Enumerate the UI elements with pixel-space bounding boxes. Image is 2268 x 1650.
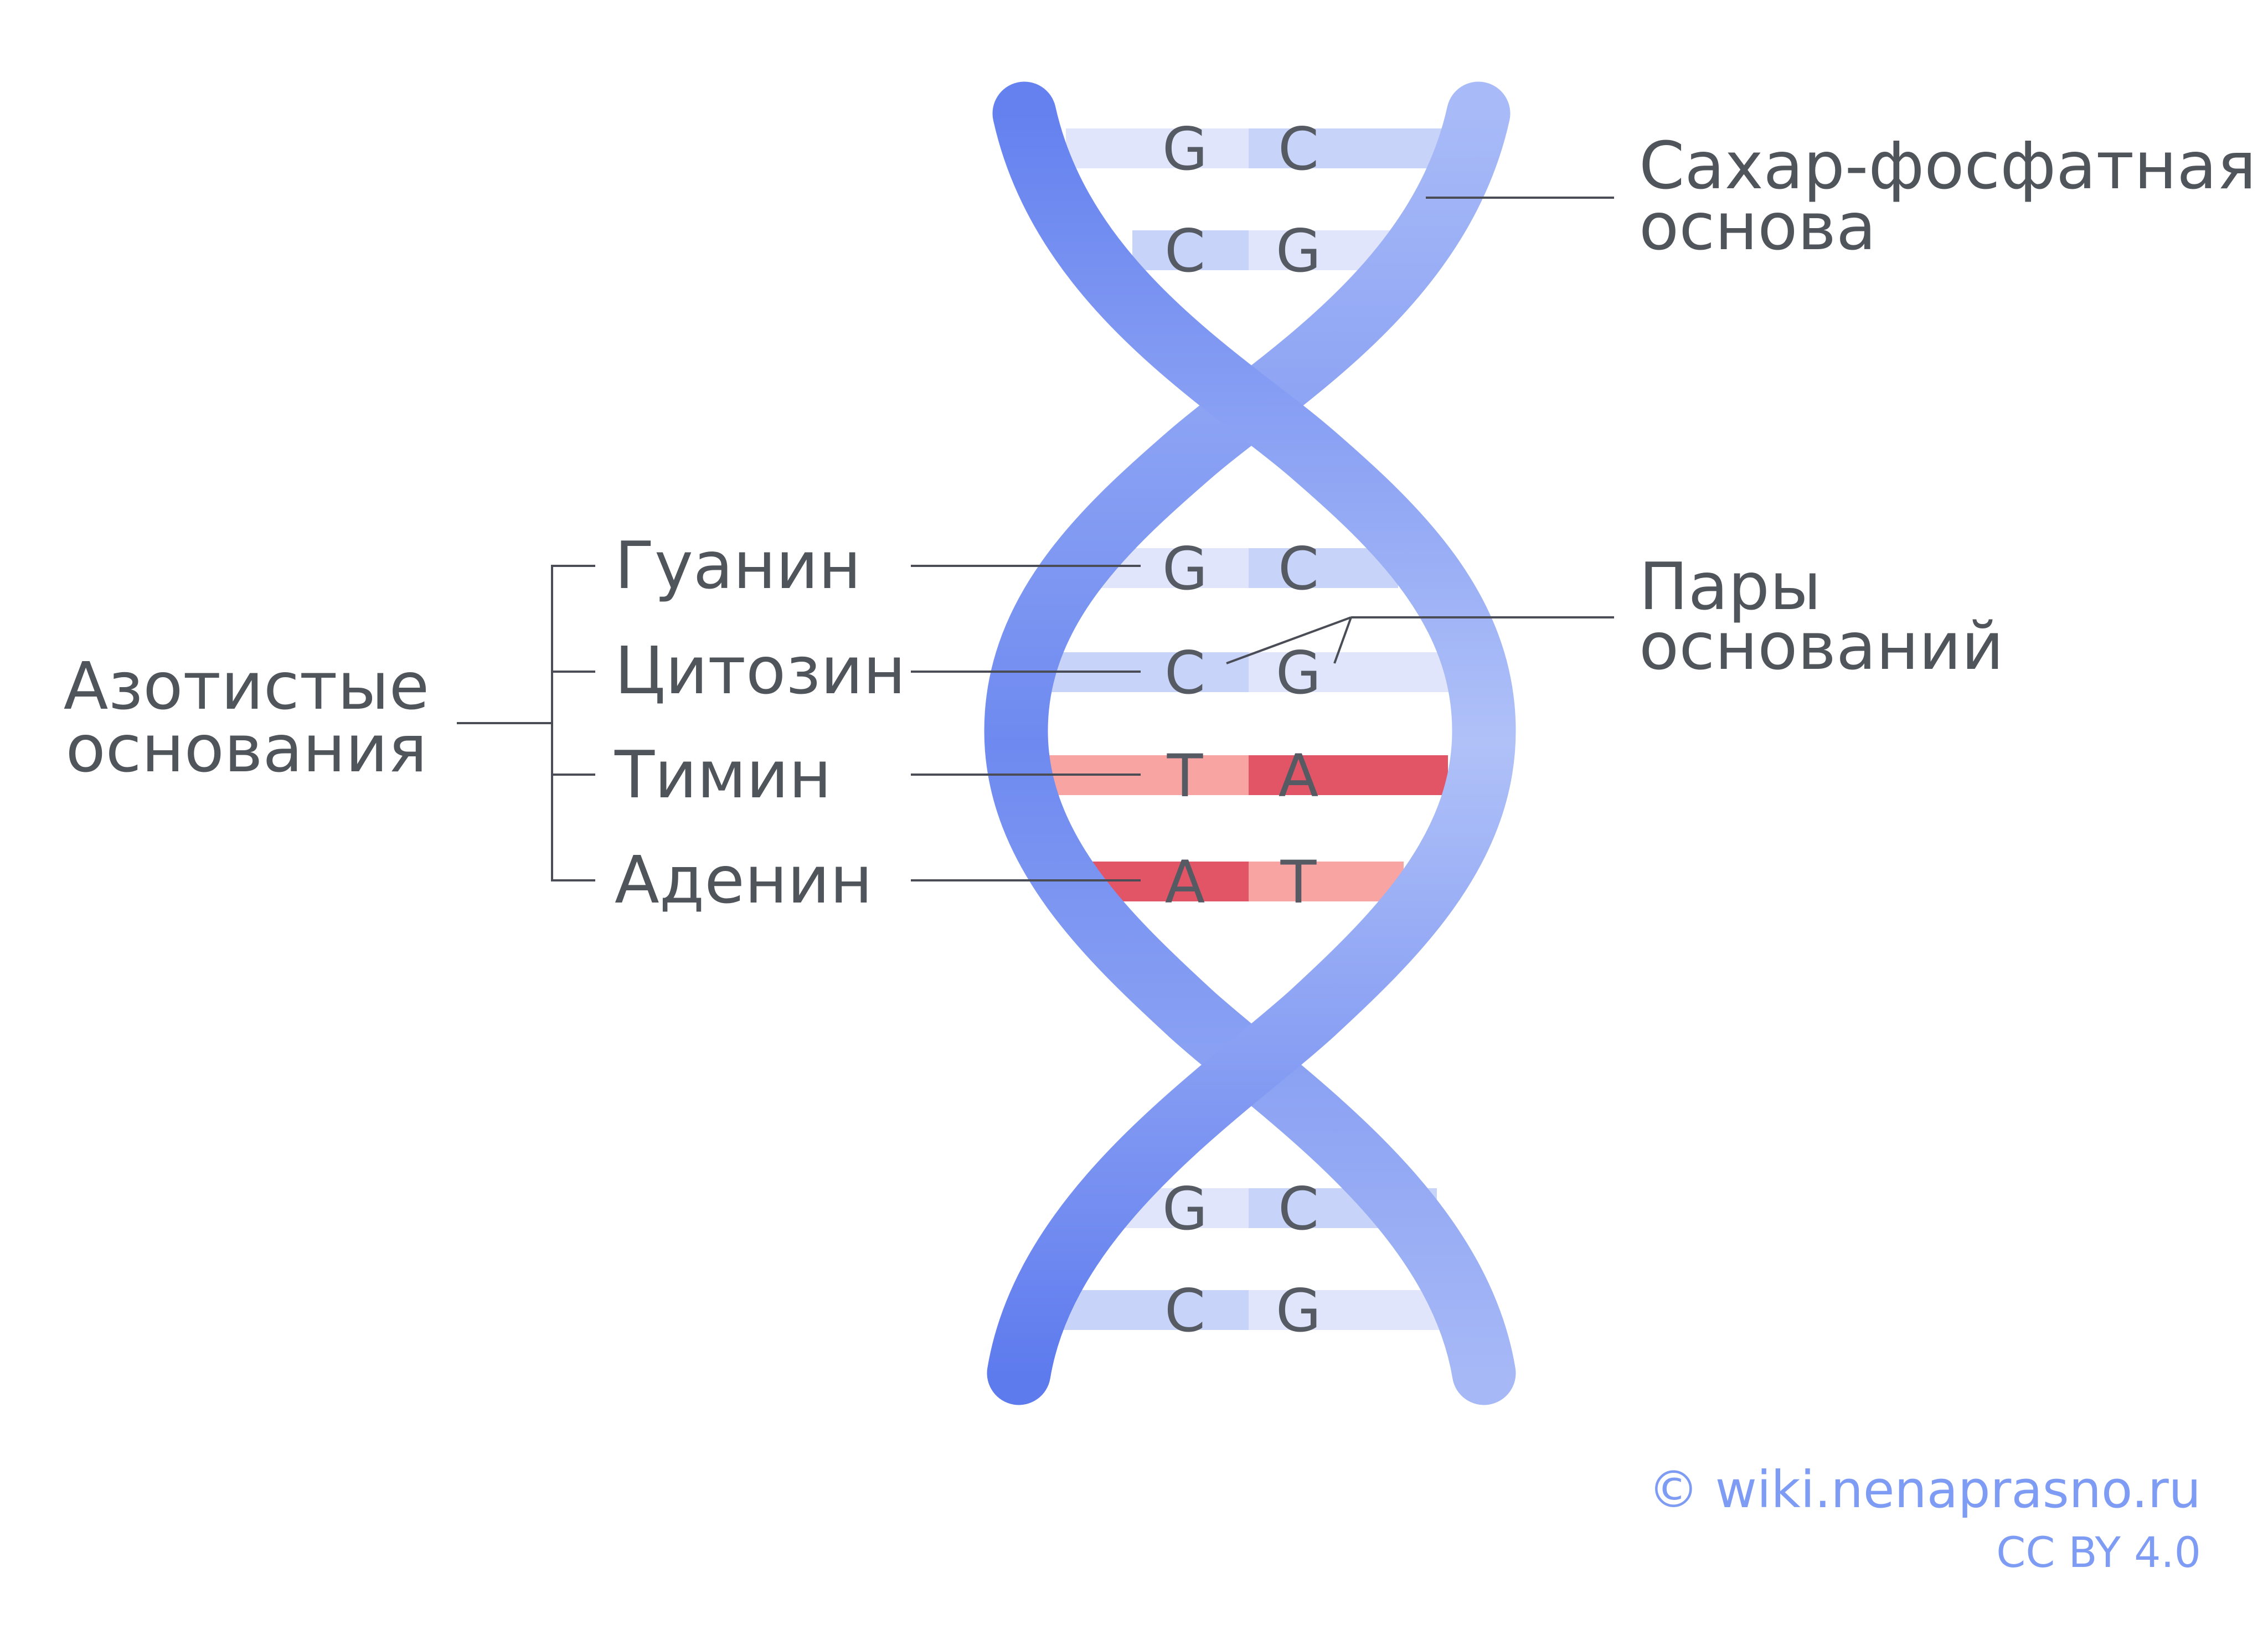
base-rung-left: [1066, 128, 1249, 168]
base-letter-left: G: [1162, 535, 1208, 603]
base-letter-left: G: [1162, 115, 1208, 183]
base-rung-left: [1132, 230, 1249, 270]
leader-lines: [457, 197, 1614, 881]
thymine-label: Тимин: [614, 736, 832, 813]
base-pairs-label-line2: оснований: [1639, 608, 2004, 684]
base-pair-2: C G: [1132, 217, 1390, 285]
backbone-label-line1: Сахар-фосфатная: [1639, 127, 2256, 204]
base-letter-left: T: [1167, 742, 1204, 810]
base-pair-8: C G: [1049, 1277, 1470, 1345]
base-letter-left: C: [1164, 217, 1205, 285]
base-letter-left: A: [1165, 848, 1205, 916]
base-letter-right: C: [1278, 535, 1319, 603]
nitrogenous-bases-label-line1: Азотистые: [64, 648, 429, 724]
base-letter-left: C: [1164, 639, 1205, 707]
adenine-label: Аденин: [615, 842, 873, 918]
base-letter-right: C: [1278, 1175, 1319, 1243]
base-pair-4: C G: [1030, 639, 1451, 707]
backbone-label-line2: основа: [1639, 188, 1876, 265]
labels: Сахар-фосфатная основа Пары оснований Аз…: [64, 127, 2256, 918]
base-letter-right: G: [1276, 639, 1321, 707]
base-rung-right: [1249, 755, 1448, 795]
base-pairs-label-line1: Пары: [1639, 548, 1821, 625]
credit-site: © wiki.nenaprasno.ru: [1648, 1460, 2201, 1519]
guanine-label: Гуанин: [615, 527, 861, 604]
base-letter-right: G: [1276, 217, 1321, 285]
base-pairs-leader-to-c: [1226, 616, 1352, 664]
base-letter-left: C: [1164, 1277, 1205, 1345]
base-letter-right: G: [1276, 1277, 1321, 1345]
base-pair-1: G C: [1066, 115, 1465, 183]
base-letter-right: C: [1278, 115, 1319, 183]
helix-strands: [984, 81, 1516, 1405]
base-pairs-leader-to-g: [1333, 617, 1352, 664]
base-letter-left: G: [1162, 1175, 1208, 1243]
bases-bracket: [457, 565, 595, 881]
base-rung-right: [1249, 128, 1465, 168]
cytosine-label: Цитозин: [615, 632, 906, 709]
strand-b: [984, 81, 1516, 1405]
base-rung-right: [1249, 862, 1404, 901]
base-letter-right: T: [1280, 848, 1317, 916]
credit-block: © wiki.nenaprasno.ru CC BY 4.0: [1648, 1460, 2201, 1577]
credit-license: CC BY 4.0: [1996, 1528, 2201, 1577]
base-rung-right: [1249, 652, 1451, 692]
strand-a: [987, 81, 1516, 1405]
nitrogenous-bases-label-line2: основания: [65, 710, 427, 787]
base-rung-left: [1049, 1290, 1249, 1330]
base-pair-5: T A: [1027, 742, 1448, 810]
base-letter-right: A: [1279, 742, 1319, 810]
